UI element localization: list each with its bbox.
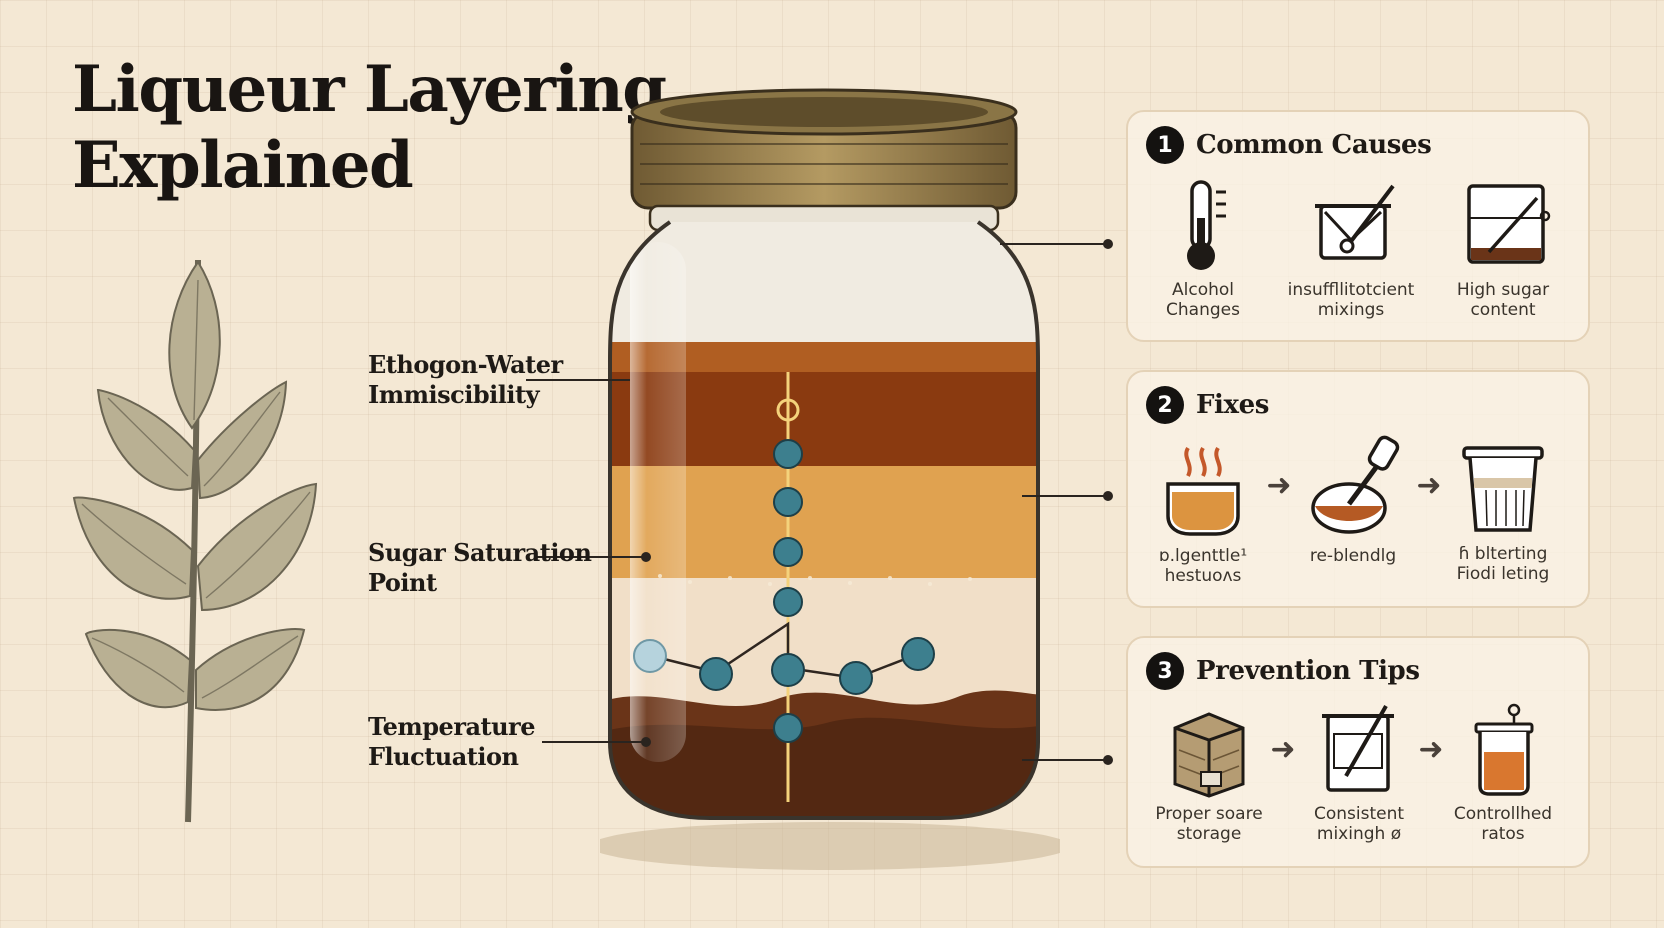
filter-cup-icon [1462,446,1544,532]
fix-item-reblending: re-blendlg [1278,434,1428,566]
thermometer-icon [1187,180,1226,270]
jar-illustration [600,88,1060,870]
tip-item-mixing: Consistent mixingh ø [1284,702,1434,844]
mixing-bowl-icon [1315,184,1395,260]
measured-beaker-icon [1474,703,1534,796]
flow-arrow: ➜ [1270,732,1296,767]
fix-item-filtering: ɦ blterting Fiodi leting [1428,442,1578,584]
callout-temperature: Temperature Fluctuation [368,712,535,771]
sugar-glass-icon [1467,184,1551,264]
step-badge: 3 [1146,652,1184,690]
panel-title: Prevention Tips [1196,656,1420,686]
flow-arrow: ➜ [1418,732,1444,767]
panel-prevention-tips: 3 Prevention Tips Proper soare storage ➜… [1126,636,1590,868]
title-line-2: Explained [72,128,414,203]
panel-header: 1 Common Causes [1146,126,1432,164]
panel-title: Common Causes [1196,130,1432,160]
panel-common-causes: 1 Common Causes Alcohol Changes insuffll… [1126,110,1590,342]
cause-item-sugar: High sugar content [1428,178,1578,320]
panel-header: 3 Prevention Tips [1146,652,1420,690]
flow-arrow: ➜ [1416,468,1442,503]
callout-sugar-saturation: Sugar Saturation Point [368,538,592,597]
panel-title: Fixes [1196,390,1270,420]
step-badge: 1 [1146,126,1184,164]
blending-bowl-icon [1311,435,1400,534]
right-leader-lines [1000,239,1113,765]
cause-item-alcohol: Alcohol Changes [1128,178,1278,320]
callout-immiscibility: Ethogon-Water Immiscibility [368,350,563,409]
storage-box-icon [1173,712,1245,798]
panel-fixes: 2 Fixes ɒ.lgenttle¹ hestuoʌs ➜ re-blendl… [1126,370,1590,608]
title-line-1: Liqueur Layering [72,52,667,127]
tip-item-storage: Proper soare storage [1134,706,1284,844]
panel-header: 2 Fixes [1146,386,1269,424]
stir-glass-icon [1322,705,1394,792]
fix-item-warming: ɒ.lgenttle¹ hestuoʌs [1128,444,1278,586]
page-title: Liqueur Layering Explained [72,52,667,204]
left-leader-lines [526,379,651,747]
warming-pot-icon [1166,446,1240,536]
leaf-branch-illustration [72,259,318,823]
cause-item-mixing: insuffllitotcient mixings [1276,178,1426,320]
step-badge: 2 [1146,386,1184,424]
tip-item-ratios: Controllhed ratos [1428,702,1578,844]
flow-arrow: ➜ [1266,468,1292,503]
